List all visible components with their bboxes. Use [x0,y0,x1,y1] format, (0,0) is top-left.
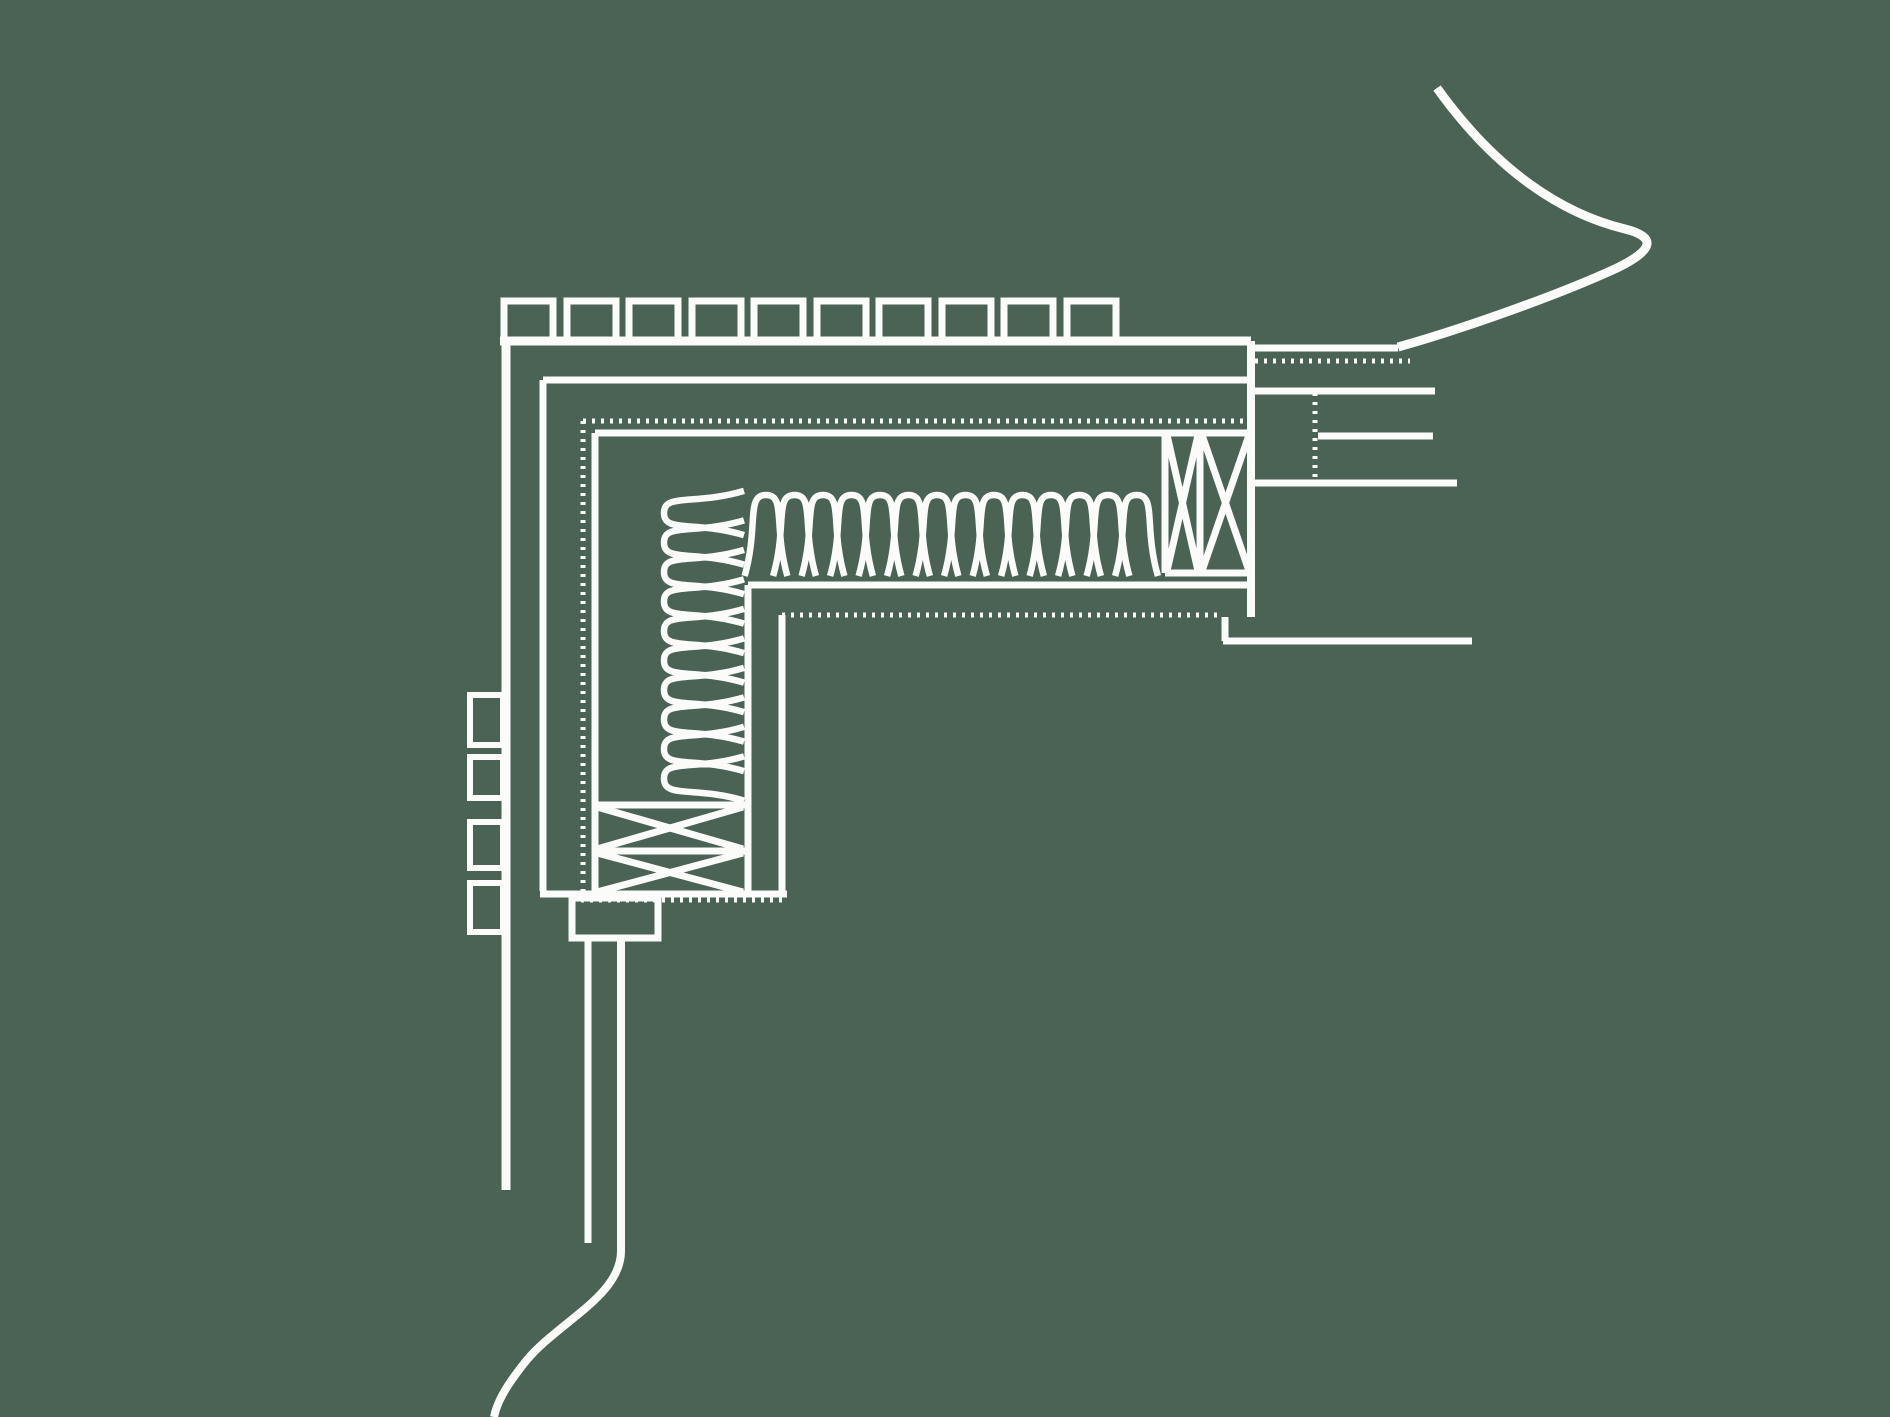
roof-batten-8 [938,297,995,345]
insulation-coil-horizontal [741,491,1162,577]
blocking-right-diag-4 [1198,433,1253,573]
roof-batten-3 [625,297,682,345]
roof-batten-6 [813,297,870,345]
insulation-coil-vertical [660,487,745,804]
wall-batten-2 [467,754,506,801]
roof-batten-5 [750,297,807,345]
wall-batten-3 [467,819,506,871]
roof-batten-1 [500,297,557,345]
roof-batten-7 [875,297,932,345]
break-line-curve [1396,85,1652,352]
blocking-bottom-diag-2 [596,803,744,853]
wall-batten-4 [467,880,506,935]
blocking-right-diag-2 [1163,434,1202,572]
blocking-bottom-diag-4 [596,849,744,896]
window-head-box [568,894,662,942]
roof-batten-2 [563,297,620,345]
glazing-line-outer-break [490,941,625,1417]
roof-batten-9 [1000,297,1057,345]
wall-batten-1 [467,692,506,748]
roof-batten-10 [1063,297,1120,345]
roof-batten-4 [688,297,745,345]
